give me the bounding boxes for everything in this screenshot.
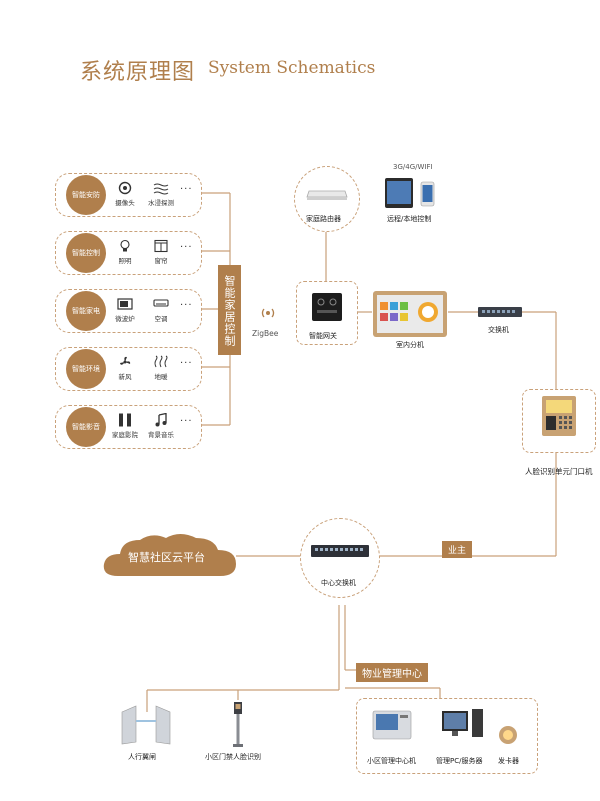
switch-label: 交换机: [488, 326, 509, 334]
home-control-bar: 智能家居控制: [218, 265, 241, 355]
device-label: 摄像头: [115, 199, 135, 207]
device-item: 新风: [108, 354, 142, 381]
air-conditioner-icon: [153, 296, 169, 310]
category-box: 智能影音家庭影院 背景音乐 ···: [55, 405, 202, 449]
device-item: 背景音乐: [144, 412, 178, 439]
pedestrian-gate-label: 人行翼闸: [128, 753, 156, 761]
bulb-icon: [117, 238, 133, 252]
cloud-icon: [103, 534, 237, 576]
router-icon: [306, 190, 348, 200]
category-label: 智能环境: [66, 349, 106, 389]
indoor-unit-label: 室内分机: [396, 341, 424, 349]
cloud-label: 智慧社区云平台: [128, 551, 205, 564]
property-tag: 物业管理中心: [356, 663, 428, 682]
device-item: 摄像头: [108, 180, 142, 207]
device-label: 水浸探测: [148, 199, 174, 207]
category-box: 智能安防摄像头 水浸探测 ···: [55, 173, 202, 217]
pc-server-label: 管理PC/服务器: [436, 757, 483, 765]
router-node: [294, 166, 360, 232]
management-host-label: 小区管理中心机: [367, 757, 416, 765]
device-label: 背景音乐: [148, 431, 174, 439]
card-issuer-icon: [499, 726, 517, 744]
gateway-node: [296, 281, 358, 345]
category-label: 智能控制: [66, 233, 106, 273]
device-item: 照明: [108, 238, 142, 265]
more-dots: ···: [180, 184, 193, 195]
speaker-icon: [117, 412, 133, 427]
device-item: 家庭影院: [108, 412, 142, 439]
camera-icon: [117, 180, 133, 195]
center-switch-node: [300, 518, 380, 598]
center-switch-label: 中心交换机: [321, 579, 356, 587]
router-label: 家庭路由器: [306, 215, 341, 223]
category-label: 智能家电: [66, 291, 106, 331]
face-access-label: 小区门禁人脸识别: [205, 753, 261, 761]
indoor-unit-icon: [373, 291, 447, 337]
page-title: 系统原理图: [80, 60, 196, 85]
door-station-icon: [542, 396, 576, 436]
turnstile-icon: [121, 705, 171, 745]
microwave-icon: [117, 296, 133, 310]
more-dots: ···: [180, 416, 193, 427]
switch-icon: [478, 307, 522, 317]
device-label: 地暖: [154, 373, 168, 381]
door-station-label: 人脸识别单元门口机: [525, 467, 593, 476]
water-sensor-icon: [153, 180, 169, 195]
page-subtitle: System Schematics: [208, 58, 376, 78]
owner-tag: 业主: [442, 541, 473, 558]
gateway-label: 智能网关: [309, 332, 337, 340]
remote-control-label: 远程/本地控制: [387, 215, 432, 223]
device-item: 地暖: [144, 354, 178, 381]
floor-heating-icon: [153, 354, 169, 368]
device-item: 窗帘: [144, 238, 178, 265]
face-terminal-icon: [233, 702, 243, 747]
fan-icon: [117, 354, 133, 368]
device-item: 空调: [144, 296, 178, 323]
device-item: 水浸探测: [144, 180, 178, 207]
more-dots: ···: [180, 358, 193, 369]
device-label: 窗帘: [154, 257, 168, 265]
category-box: 智能家电微波炉 空调 ···: [55, 289, 202, 333]
device-label: 照明: [118, 257, 132, 265]
category-label: 智能影音: [66, 407, 106, 447]
category-box: 智能控制照明 窗帘 ···: [55, 231, 202, 275]
management-host-icon: [372, 710, 412, 740]
zigbee-label: ZigBee: [252, 329, 279, 338]
device-label: 新风: [118, 373, 132, 381]
device-label: 微波炉: [115, 315, 135, 323]
category-box: 智能环境新风 地暖 ···: [55, 347, 202, 391]
door-station-node: [522, 389, 596, 453]
gateway-icon: [312, 293, 342, 321]
tablet-phone-icon: [385, 178, 435, 208]
pc-server-icon: [442, 709, 483, 737]
more-dots: ···: [180, 242, 193, 253]
more-dots: ···: [180, 300, 193, 311]
card-issuer-label: 发卡器: [498, 757, 519, 765]
curtain-icon: [153, 238, 169, 253]
category-label: 智能安防: [66, 175, 106, 215]
center-switch-icon: [311, 545, 369, 557]
device-item: 微波炉: [108, 296, 142, 323]
network-label: 3G/4G/WIFI: [393, 163, 433, 171]
device-label: 空调: [154, 315, 168, 323]
wireless-icon: [261, 308, 275, 318]
device-label: 家庭影院: [112, 431, 138, 439]
music-note-icon: [153, 412, 169, 427]
